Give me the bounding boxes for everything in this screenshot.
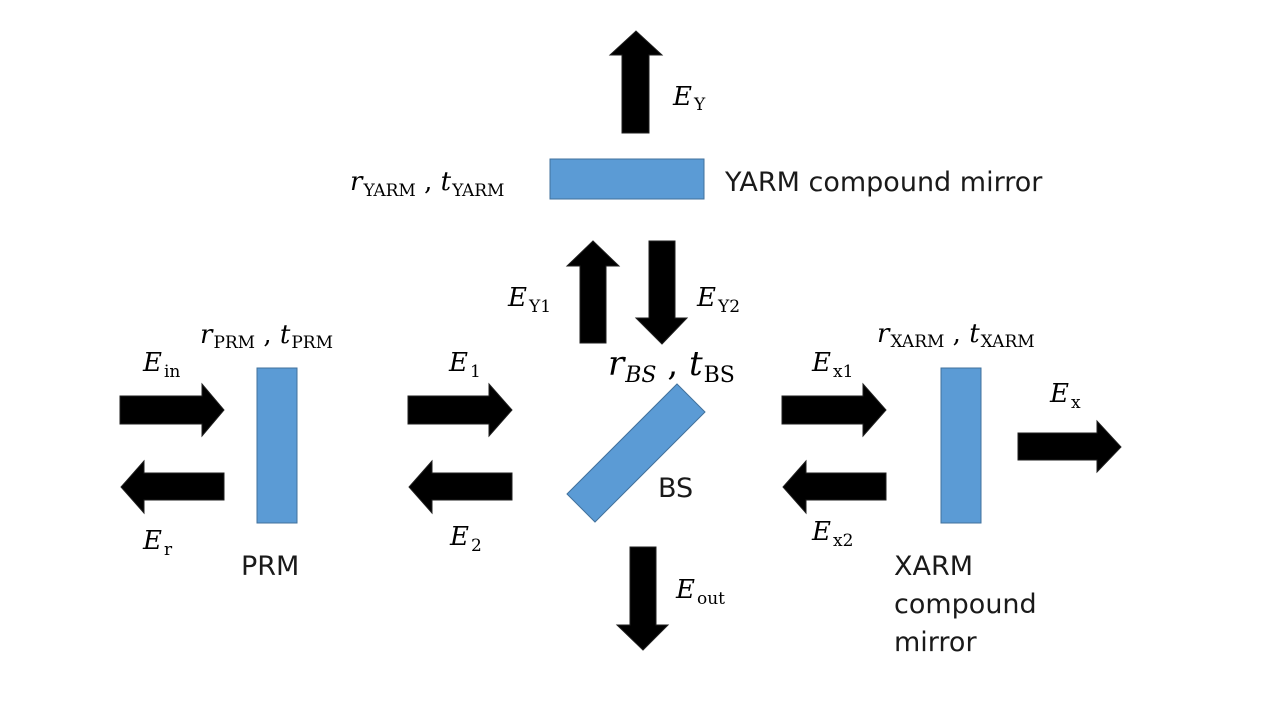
yarm-mirror	[549, 158, 705, 200]
arrow-e-2	[408, 459, 513, 515]
arrow-e-x1	[781, 382, 887, 438]
prm-coefficients: rPRM , tPRM	[200, 320, 333, 353]
xarm-label-line: XARM	[894, 551, 973, 582]
arrow-e-x2	[782, 459, 887, 515]
arrow-e-r	[120, 459, 225, 515]
bs-label: BS	[658, 473, 693, 504]
arrow-e-y1	[565, 240, 621, 344]
arrow-e-out	[615, 546, 670, 651]
yarm-label: YARM compound mirror	[724, 167, 1043, 198]
beam-splitter	[566, 383, 706, 523]
xarm-label: XARM compound mirror	[894, 551, 1045, 658]
bs-coefficients: rBS , tBS	[608, 344, 735, 388]
prm-label: PRM	[241, 551, 299, 582]
xarm-label-line: mirror	[894, 627, 977, 658]
arrow-e-y	[608, 30, 664, 134]
arrow-e-y2	[634, 240, 689, 345]
xarm-mirror	[940, 367, 982, 524]
arrow-e-in	[119, 382, 225, 438]
prm-mirror	[256, 367, 298, 524]
yarm-coefficients: rYARM , tYARM	[350, 167, 504, 201]
xarm-coefficients: rXARM , tXARM	[877, 319, 1035, 352]
arrow-e-x	[1017, 419, 1122, 474]
xarm-label-line: compound	[894, 589, 1037, 620]
arrow-e-1	[407, 382, 513, 438]
